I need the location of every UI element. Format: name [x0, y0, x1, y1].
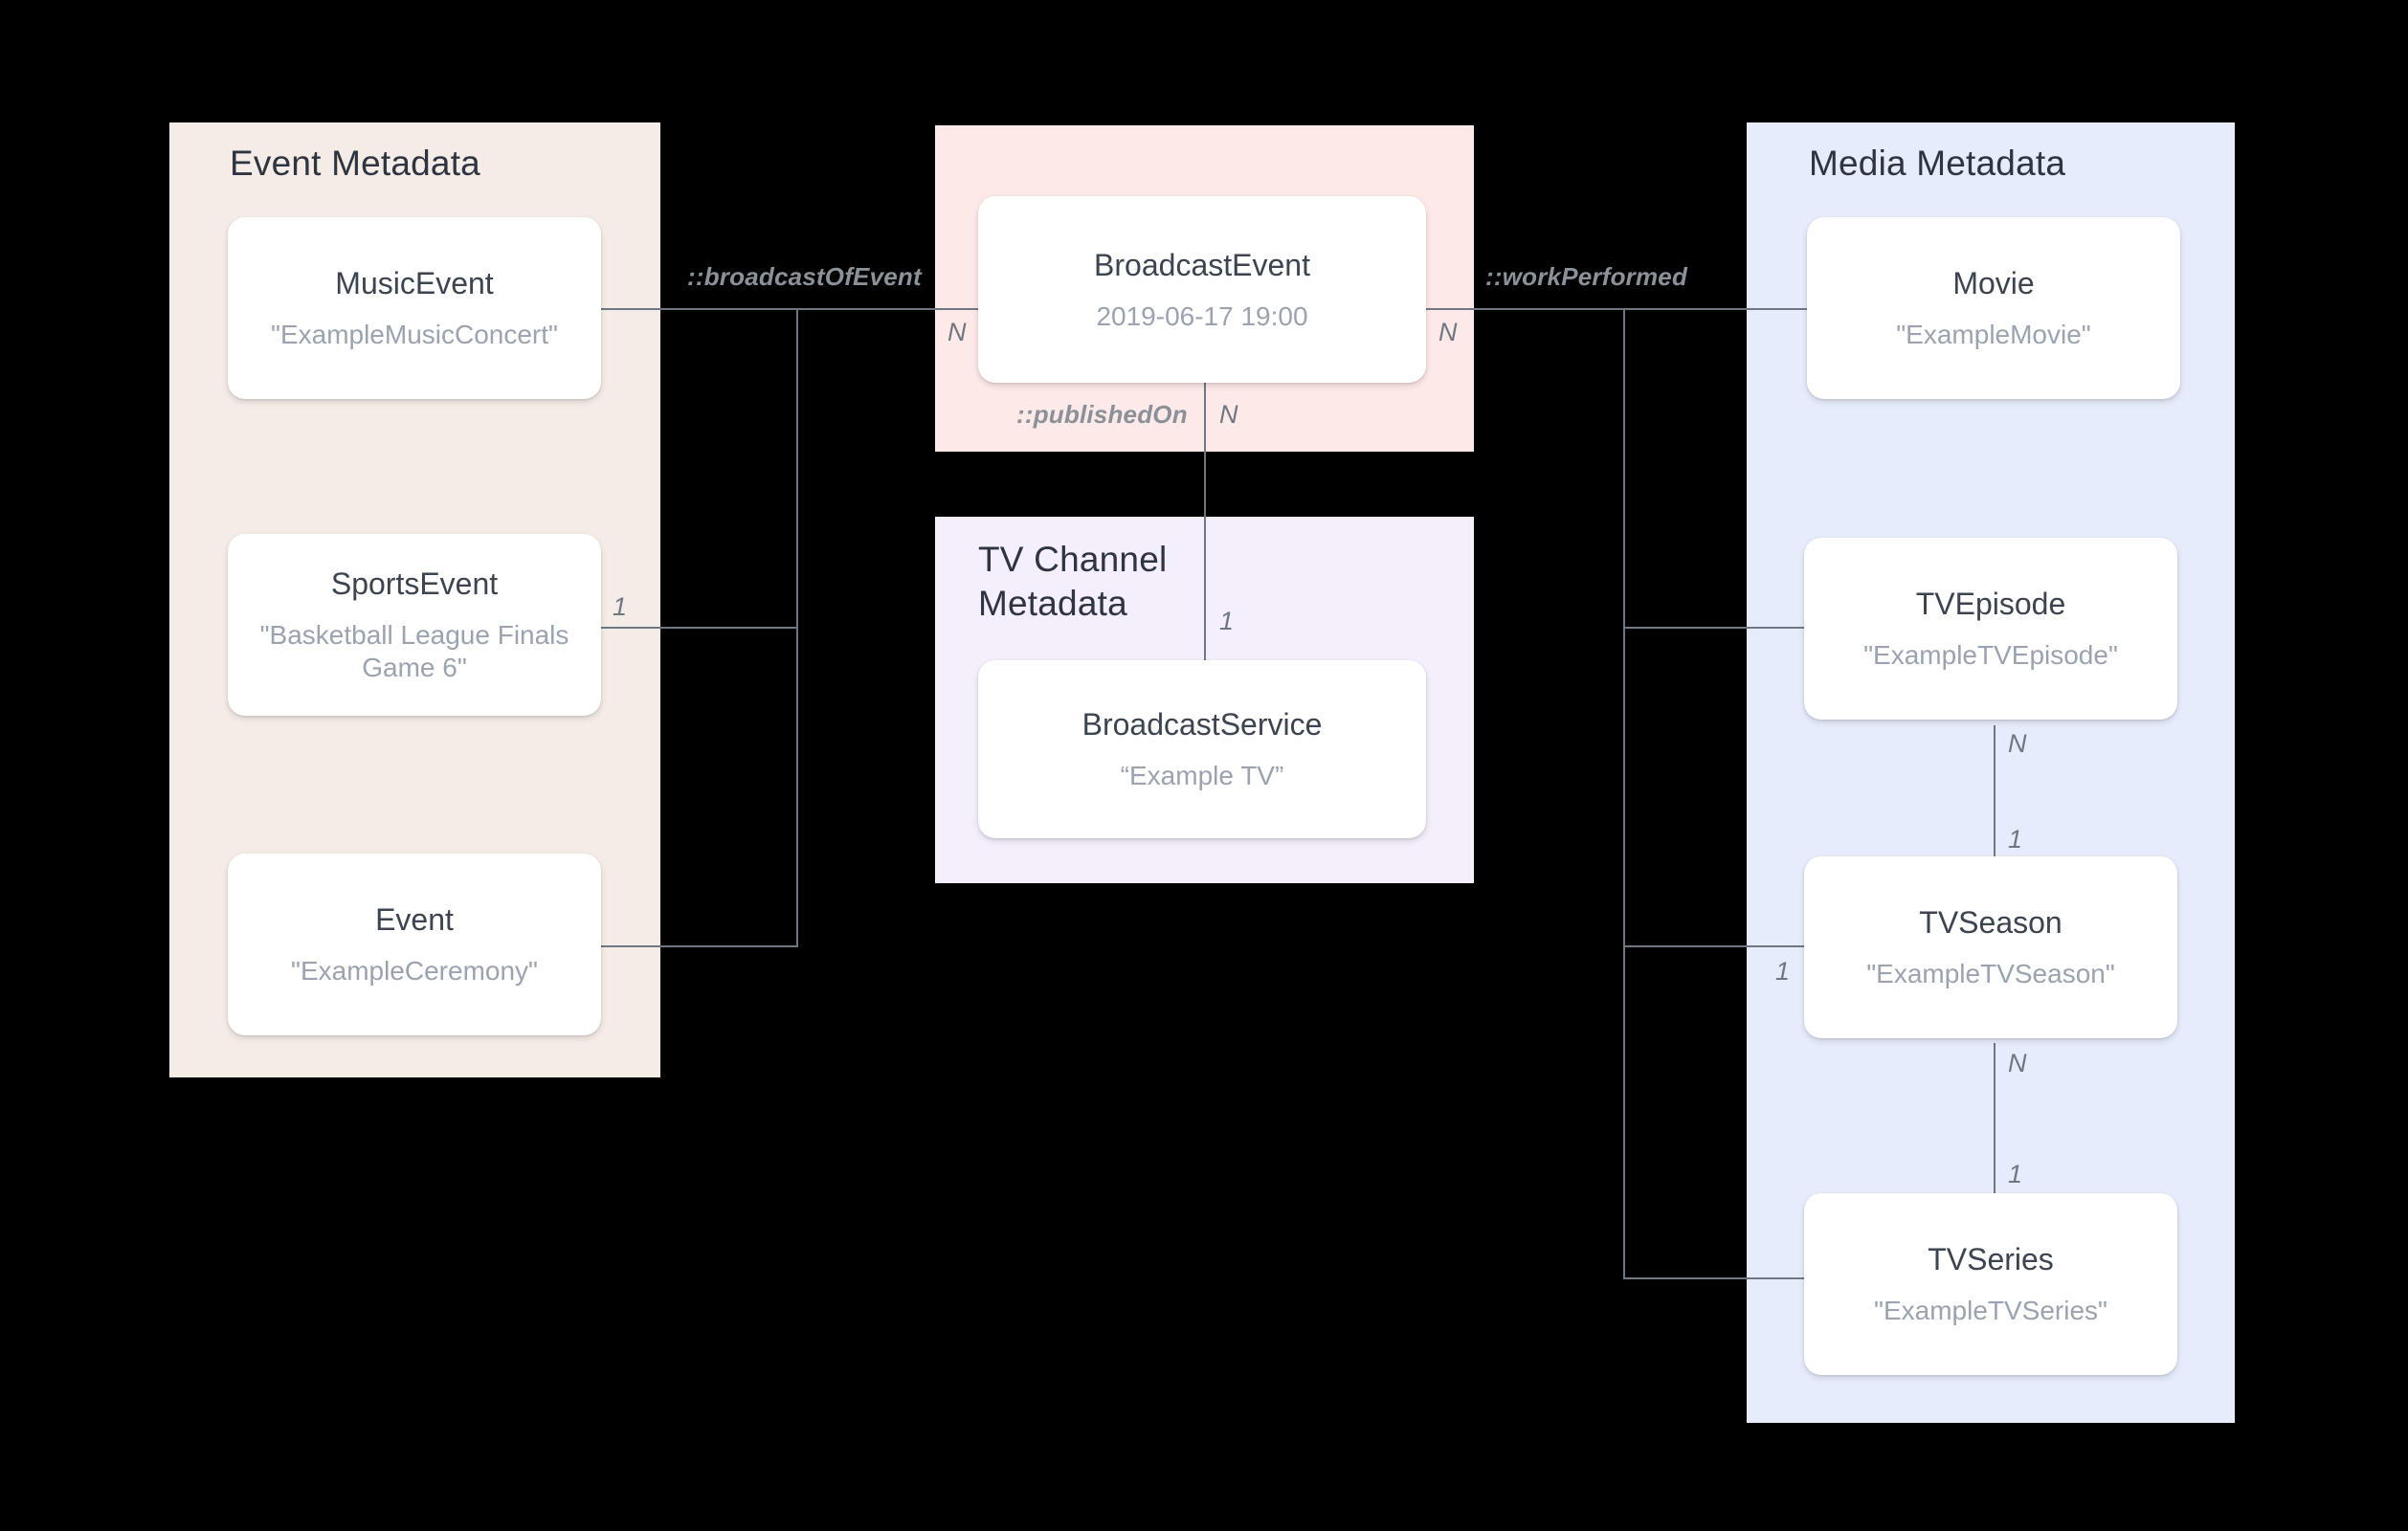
- edge-music-event-to-bus: [598, 308, 797, 310]
- entity-card-movie[interactable]: Movie "ExampleMovie": [1807, 217, 2180, 399]
- relationship-label-work-performed: ::workPerformed: [1485, 262, 1688, 291]
- entity-title-broadcast-event: BroadcastEvent: [1094, 247, 1310, 282]
- entity-card-sports-event[interactable]: SportsEvent "Basketball League Finals Ga…: [228, 534, 601, 716]
- cardinality-sports-event: 1: [613, 592, 628, 621]
- group-title-event-metadata: Event Metadata: [230, 144, 480, 183]
- cardinality-tv-season-to-series-1: 1: [2008, 1160, 2023, 1188]
- edge-bus-to-tv-series: [1623, 1277, 1805, 1279]
- entity-value-tv-series: "ExampleTVSeries": [1874, 1296, 2107, 1325]
- entity-card-broadcast-event[interactable]: BroadcastEvent 2019-06-17 19:00: [978, 196, 1426, 383]
- entity-card-tv-series[interactable]: TVSeries "ExampleTVSeries": [1804, 1193, 2177, 1375]
- entity-card-broadcast-service[interactable]: BroadcastService “Example TV”: [978, 660, 1426, 838]
- edge-bus-to-broadcast-event: [796, 308, 988, 310]
- entity-title-music-event: MusicEvent: [335, 266, 494, 300]
- entity-value-event: "ExampleCeremony": [291, 956, 538, 986]
- cardinality-broadcast-event-bottom: N: [1219, 400, 1238, 429]
- edge-tv-episode-to-tv-season: [1994, 725, 1996, 907]
- cardinality-broadcast-service: 1: [1219, 607, 1235, 635]
- entity-value-music-event: "ExampleMusicConcert": [271, 320, 558, 349]
- entity-value-tv-episode: "ExampleTVEpisode": [1863, 640, 2118, 670]
- cardinality-tv-season-to-series-n: N: [2008, 1049, 2027, 1077]
- cardinality-media-bus-tv-season: 1: [1775, 957, 1791, 986]
- edge-media-vertical-bus: [1623, 308, 1625, 1278]
- cardinality-tv-episode-to-season-1: 1: [2008, 825, 2023, 854]
- entity-title-sports-event: SportsEvent: [330, 566, 499, 601]
- edge-tv-season-to-tv-series: [1994, 1043, 1996, 1225]
- entity-value-broadcast-service: “Example TV”: [1120, 761, 1284, 790]
- cardinality-broadcast-event-left: N: [948, 318, 967, 346]
- entity-card-tv-episode[interactable]: TVEpisode "ExampleTVEpisode": [1804, 538, 2177, 720]
- relationship-label-published-on: ::publishedOn: [1016, 400, 1188, 429]
- entity-title-broadcast-service: BroadcastService: [1081, 707, 1323, 742]
- entity-title-tv-episode: TVEpisode: [1915, 587, 2066, 621]
- entity-title-movie: Movie: [1952, 266, 2035, 300]
- edge-event-to-bus: [598, 945, 797, 947]
- edge-sports-event-to-bus: [598, 627, 797, 629]
- group-title-tv-channel-metadata: TV Channel Metadata: [978, 540, 1168, 623]
- group-title-media-metadata: Media Metadata: [1809, 144, 2066, 183]
- edge-broadcast-event-to-broadcast-service: [1204, 383, 1206, 660]
- edge-bus-to-movie: [1623, 308, 1811, 310]
- edge-event-vertical-bus: [796, 308, 798, 947]
- entity-card-event[interactable]: Event "ExampleCeremony": [228, 854, 601, 1035]
- cardinality-broadcast-event-right: N: [1438, 318, 1458, 346]
- entity-value-movie: "ExampleMovie": [1896, 320, 2091, 349]
- edge-bus-to-tv-episode: [1623, 627, 1805, 629]
- edge-broadcast-event-right-stub: [1425, 308, 1624, 310]
- entity-title-event: Event: [375, 902, 454, 937]
- cardinality-tv-episode-to-season-n: N: [2008, 729, 2027, 758]
- relationship-label-broadcast-of-event: ::broadcastOfEvent: [687, 262, 922, 291]
- entity-title-tv-series: TVSeries: [1928, 1242, 2054, 1276]
- entity-title-tv-season: TVSeason: [1919, 905, 2062, 940]
- entity-card-tv-season[interactable]: TVSeason "ExampleTVSeason": [1804, 856, 2177, 1038]
- edge-bus-to-tv-season: [1623, 945, 1805, 947]
- entity-value-tv-season: "ExampleTVSeason": [1866, 959, 2115, 988]
- entity-value-broadcast-event: 2019-06-17 19:00: [1096, 300, 1308, 331]
- entity-value-sports-event: "Basketball League Finals Game 6": [259, 620, 569, 682]
- entity-card-music-event[interactable]: MusicEvent "ExampleMusicConcert": [228, 217, 601, 399]
